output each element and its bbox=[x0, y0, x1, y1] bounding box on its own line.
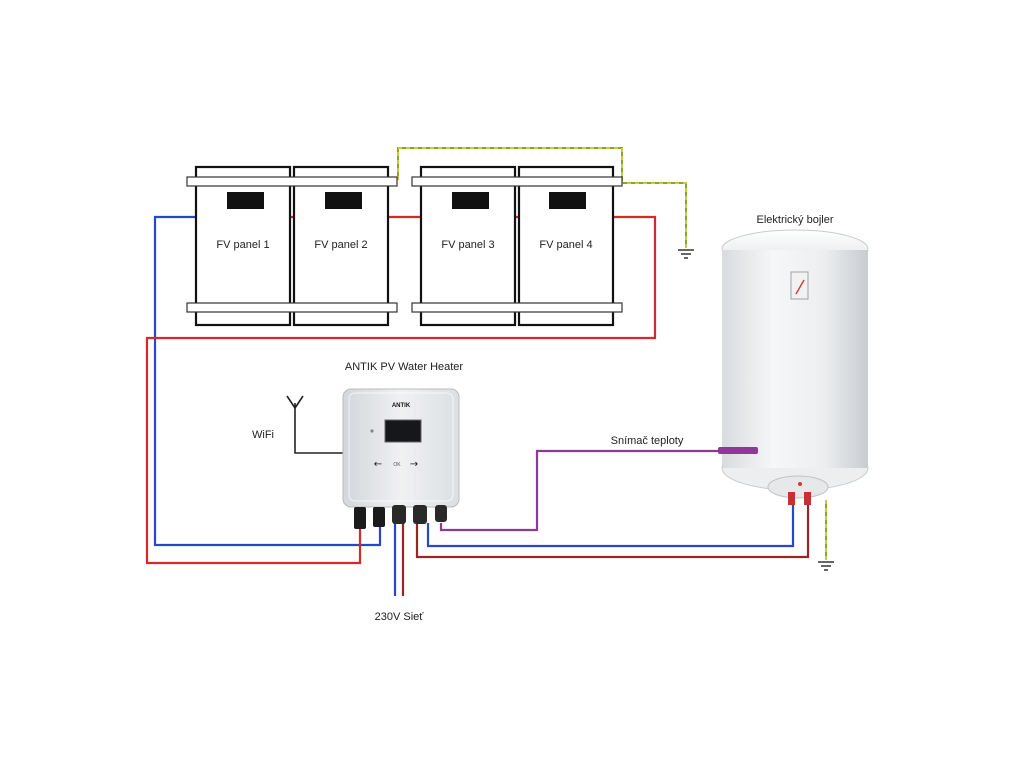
panel-label-1: FV panel 1 bbox=[216, 239, 269, 251]
mc4-connector-positive bbox=[354, 507, 366, 529]
sensor-label: Snímač teploty bbox=[611, 435, 684, 447]
mounting-rail-top-left bbox=[186, 176, 398, 187]
sensor-wire bbox=[439, 449, 735, 532]
dc-positive-wire bbox=[145, 215, 657, 565]
ok-button-label: OK bbox=[393, 462, 401, 468]
mounting-rail-bottom-right bbox=[411, 302, 623, 313]
pv-water-heater-controller: ANTIK ← OK → bbox=[342, 388, 460, 508]
electric-boiler bbox=[721, 229, 869, 505]
boiler-flange bbox=[767, 475, 829, 499]
panel-array-right: FV panel 3 FV panel 4 bbox=[411, 165, 623, 327]
dc-negative-wire bbox=[153, 215, 382, 547]
ground-wire-panels bbox=[397, 147, 687, 248]
temperature-sensor-probe bbox=[718, 447, 758, 454]
boiler-feed-wire-blue bbox=[426, 504, 795, 548]
panel-array-left: FV panel 1 FV panel 2 bbox=[186, 165, 398, 327]
boiler-feed-wire-brown bbox=[415, 504, 810, 559]
status-led bbox=[370, 429, 374, 433]
panel-label-4: FV panel 4 bbox=[539, 239, 592, 251]
thermometer-needle bbox=[795, 279, 805, 295]
boiler-cable-gland bbox=[413, 505, 427, 524]
boiler-pipe-left bbox=[788, 492, 795, 505]
panel-label-2: FV panel 2 bbox=[314, 239, 367, 251]
mc4-connector-negative bbox=[373, 507, 385, 527]
junction-box-3 bbox=[452, 192, 489, 209]
left-arrow-icon: ← bbox=[374, 459, 382, 470]
fv-panel-1 bbox=[194, 165, 292, 327]
indicator-light bbox=[798, 482, 802, 486]
mounting-rail-bottom-left bbox=[186, 302, 398, 313]
panel-label-3: FV panel 3 bbox=[441, 239, 494, 251]
controller-brand: ANTIK bbox=[392, 403, 411, 409]
boiler-pipe-right bbox=[804, 492, 811, 505]
mains-wires bbox=[393, 523, 405, 596]
wifi-antenna bbox=[286, 395, 345, 454]
ground-symbol-boiler bbox=[818, 561, 834, 571]
mains-cable-gland bbox=[392, 505, 406, 524]
mounting-rail-top-right bbox=[411, 176, 623, 187]
mains-label: 230V Sieť bbox=[375, 611, 425, 623]
ground-symbol-panels bbox=[678, 249, 694, 259]
controller-connectors bbox=[354, 505, 447, 529]
boiler-label: Elektrický bojler bbox=[756, 214, 833, 226]
controller-display bbox=[384, 419, 422, 443]
junction-box-4 bbox=[549, 192, 586, 209]
junction-box-2 bbox=[325, 192, 362, 209]
right-arrow-icon: → bbox=[410, 459, 418, 470]
sensor-cable-gland bbox=[435, 505, 447, 522]
controller-title: ANTIK PV Water Heater bbox=[345, 361, 464, 373]
junction-box-1 bbox=[227, 192, 264, 209]
thermometer-dial bbox=[790, 271, 809, 300]
wifi-label: WiFi bbox=[252, 429, 274, 441]
